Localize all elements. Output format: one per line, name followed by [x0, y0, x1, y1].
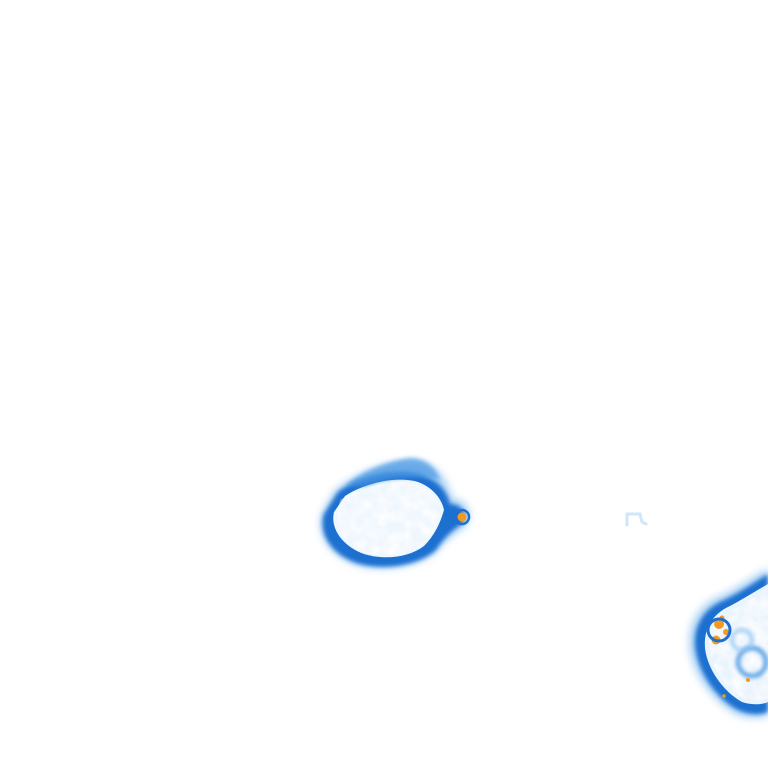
cell-center: [320, 458, 471, 569]
small-fragment: [625, 512, 648, 527]
cell-lower-right: [689, 568, 768, 718]
